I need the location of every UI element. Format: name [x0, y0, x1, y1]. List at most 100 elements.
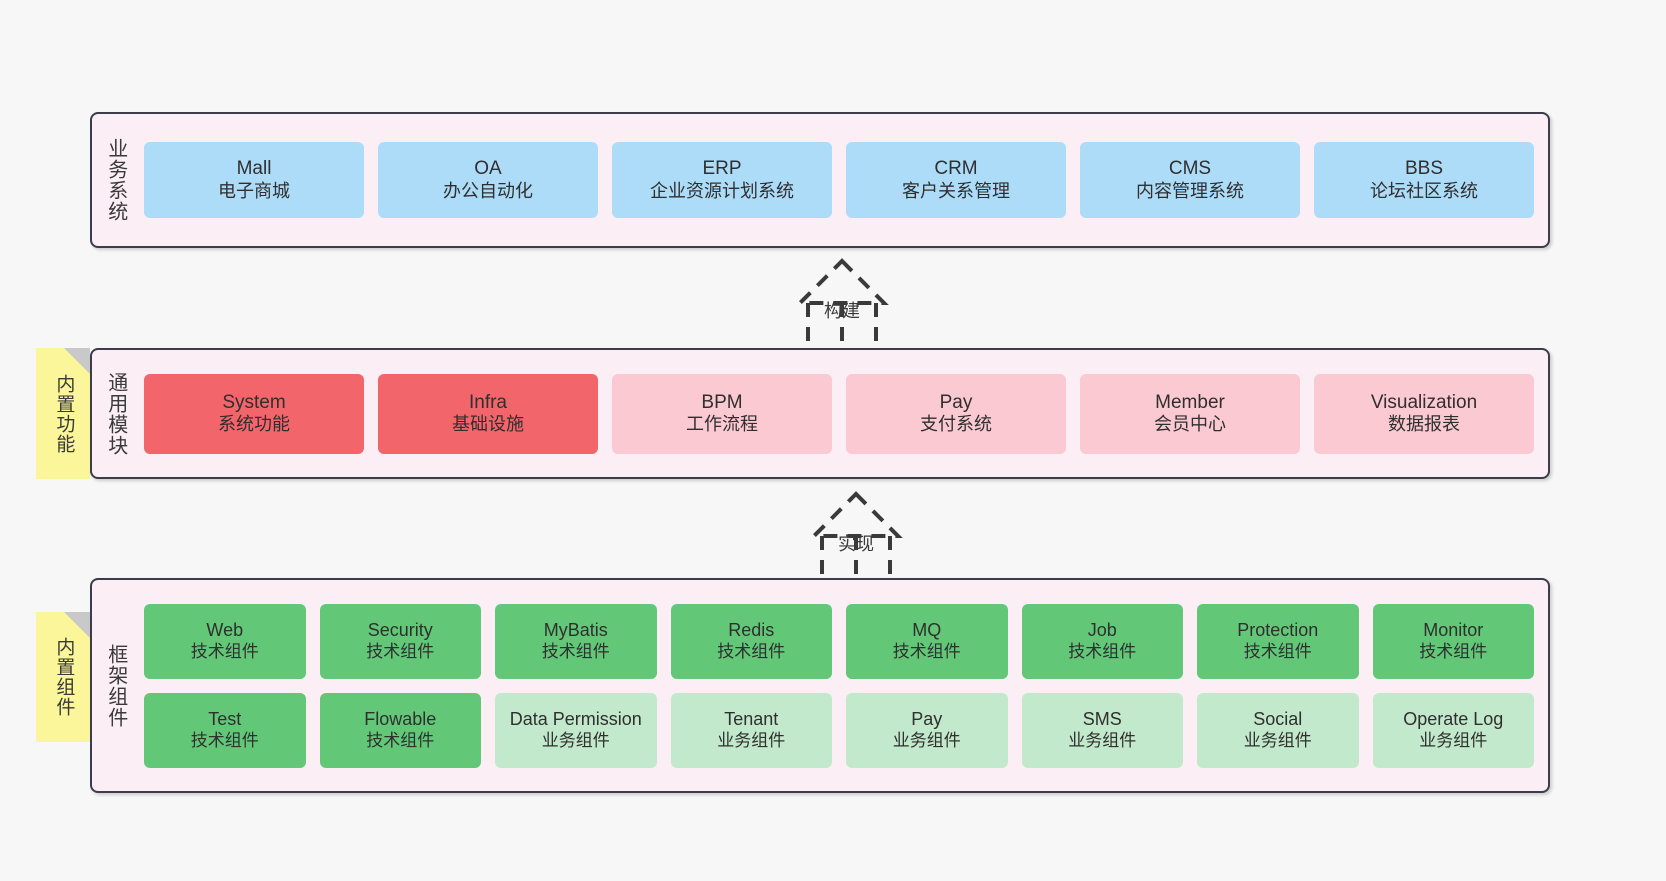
card-tenant[interactable]: Tenant 业务组件 — [670, 692, 832, 768]
card-bpm[interactable]: BPM 工作流程 — [612, 373, 832, 454]
card-subtitle: 电子商城 — [218, 180, 290, 201]
card-subtitle: 业务组件 — [1243, 730, 1312, 750]
card-monitor[interactable]: Monitor 技术组件 — [1372, 603, 1534, 679]
card-subtitle: 业务组件 — [541, 730, 610, 750]
card-subtitle: 技术组件 — [892, 641, 961, 661]
card-protection[interactable]: Protection 技术组件 — [1197, 603, 1359, 679]
card-data-permission[interactable]: Data Permission 业务组件 — [495, 692, 657, 768]
card-sms[interactable]: SMS 业务组件 — [1021, 692, 1183, 768]
card-security[interactable]: Security 技术组件 — [319, 603, 481, 679]
card-title: OA — [474, 158, 502, 180]
card-title: Flowable — [364, 709, 437, 730]
card-subtitle: 技术组件 — [1068, 641, 1137, 661]
connector-build: 构建 — [762, 255, 922, 350]
card-title: Security — [367, 620, 433, 641]
connector-implement: 实现 — [776, 488, 936, 583]
card-subtitle: 技术组件 — [1419, 641, 1488, 661]
card-title: BBS — [1404, 158, 1444, 180]
card-bbs[interactable]: BBS 论坛社区系统 — [1314, 142, 1534, 218]
card-title: Member — [1155, 391, 1225, 413]
card-row: Test 技术组件 Flowable 技术组件 Data Permission … — [144, 692, 1534, 768]
card-member[interactable]: Member 会员中心 — [1080, 373, 1300, 454]
card-oa[interactable]: OA 办公自动化 — [378, 142, 598, 218]
card-subtitle: 数据报表 — [1388, 414, 1460, 435]
card-title: Monitor — [1423, 620, 1484, 641]
card-subtitle: 技术组件 — [190, 641, 259, 661]
card-test[interactable]: Test 技术组件 — [144, 692, 306, 768]
note-builtin-component[interactable]: 内置组件 — [36, 612, 90, 742]
note-builtin-component-text: 内置组件 — [53, 637, 75, 717]
card-title: MyBatis — [543, 620, 608, 641]
card-title: System — [222, 391, 286, 413]
card-mq[interactable]: MQ 技术组件 — [846, 603, 1008, 679]
layer-business-system[interactable]: 业务系统 Mall 电子商城 OA 办公自动化 ERP 企业资源计划系统 CRM… — [90, 112, 1550, 248]
card-subtitle: 论坛社区系统 — [1370, 180, 1478, 201]
card-subtitle: 业务组件 — [717, 730, 786, 750]
card-job[interactable]: Job 技术组件 — [1021, 603, 1183, 679]
card-title: Tenant — [724, 709, 779, 730]
card-subtitle: 技术组件 — [1243, 641, 1312, 661]
card-erp[interactable]: ERP 企业资源计划系统 — [612, 142, 832, 218]
card-row: Web 技术组件 Security 技术组件 MyBatis 技术组件 Redi… — [144, 603, 1534, 679]
card-crm[interactable]: CRM 客户关系管理 — [846, 142, 1066, 218]
card-area-common-module: System 系统功能 Infra 基础设施 BPM 工作流程 Pay 支付系统… — [138, 350, 1548, 477]
card-subtitle: 系统功能 — [218, 414, 290, 435]
card-row: System 系统功能 Infra 基础设施 BPM 工作流程 Pay 支付系统… — [144, 373, 1534, 454]
card-subtitle: 业务组件 — [1419, 730, 1488, 750]
card-area-business-system: Mall 电子商城 OA 办公自动化 ERP 企业资源计划系统 CRM 客户关系… — [138, 114, 1548, 246]
card-title: Test — [208, 709, 242, 730]
connector-label-build: 构建 — [824, 301, 860, 321]
card-title: Operate Log — [1403, 709, 1504, 730]
card-title: Social — [1253, 709, 1303, 730]
card-subtitle: 技术组件 — [541, 641, 610, 661]
card-subtitle: 技术组件 — [366, 730, 435, 750]
card-visualization[interactable]: Visualization 数据报表 — [1314, 373, 1534, 454]
card-title: Pay — [911, 709, 943, 730]
card-title: CRM — [934, 158, 978, 180]
card-title: Redis — [728, 620, 775, 641]
note-builtin-function-text: 内置功能 — [53, 373, 75, 454]
connector-label-implement: 实现 — [838, 534, 874, 554]
card-pay-business[interactable]: Pay 业务组件 — [846, 692, 1008, 768]
card-title: ERP — [702, 158, 742, 180]
card-title: Job — [1087, 620, 1117, 641]
layer-common-module[interactable]: 通用模块 System 系统功能 Infra 基础设施 BPM 工作流程 Pay… — [90, 348, 1550, 479]
page-fold-icon — [64, 348, 90, 374]
card-subtitle: 会员中心 — [1154, 414, 1226, 435]
card-operate-log[interactable]: Operate Log 业务组件 — [1372, 692, 1534, 768]
card-subtitle: 业务组件 — [1068, 730, 1137, 750]
layer-label-framework-component: 框架组件 — [104, 643, 127, 728]
card-subtitle: 办公自动化 — [443, 180, 533, 201]
page-fold-icon — [64, 612, 90, 638]
card-subtitle: 客户关系管理 — [902, 180, 1010, 201]
card-subtitle: 支付系统 — [920, 414, 992, 435]
card-title: SMS — [1082, 709, 1122, 730]
card-row: Mall 电子商城 OA 办公自动化 ERP 企业资源计划系统 CRM 客户关系… — [144, 142, 1534, 218]
card-flowable[interactable]: Flowable 技术组件 — [319, 692, 481, 768]
card-subtitle: 基础设施 — [452, 414, 524, 435]
card-title: MQ — [912, 620, 942, 641]
card-title: Data Permission — [509, 709, 642, 730]
card-title: Protection — [1237, 620, 1319, 641]
card-mybatis[interactable]: MyBatis 技术组件 — [495, 603, 657, 679]
card-infra[interactable]: Infra 基础设施 — [378, 373, 598, 454]
note-builtin-function[interactable]: 内置功能 — [36, 348, 90, 479]
card-cms[interactable]: CMS 内容管理系统 — [1080, 142, 1300, 218]
card-subtitle: 技术组件 — [717, 641, 786, 661]
card-subtitle: 技术组件 — [366, 641, 435, 661]
card-redis[interactable]: Redis 技术组件 — [670, 603, 832, 679]
card-area-framework-component: Web 技术组件 Security 技术组件 MyBatis 技术组件 Redi… — [138, 580, 1548, 791]
card-subtitle: 内容管理系统 — [1136, 180, 1244, 201]
card-pay[interactable]: Pay 支付系统 — [846, 373, 1066, 454]
card-mall[interactable]: Mall 电子商城 — [144, 142, 364, 218]
card-subtitle: 工作流程 — [686, 414, 758, 435]
card-subtitle: 业务组件 — [892, 730, 961, 750]
card-title: BPM — [701, 391, 743, 413]
layer-framework-component[interactable]: 框架组件 Web 技术组件 Security 技术组件 MyBatis 技术组件… — [90, 578, 1550, 793]
card-title: Pay — [939, 391, 973, 413]
card-social[interactable]: Social 业务组件 — [1197, 692, 1359, 768]
card-web[interactable]: Web 技术组件 — [144, 603, 306, 679]
layer-label-business-system: 业务系统 — [104, 138, 127, 222]
card-system[interactable]: System 系统功能 — [144, 373, 364, 454]
card-title: Web — [206, 620, 244, 641]
